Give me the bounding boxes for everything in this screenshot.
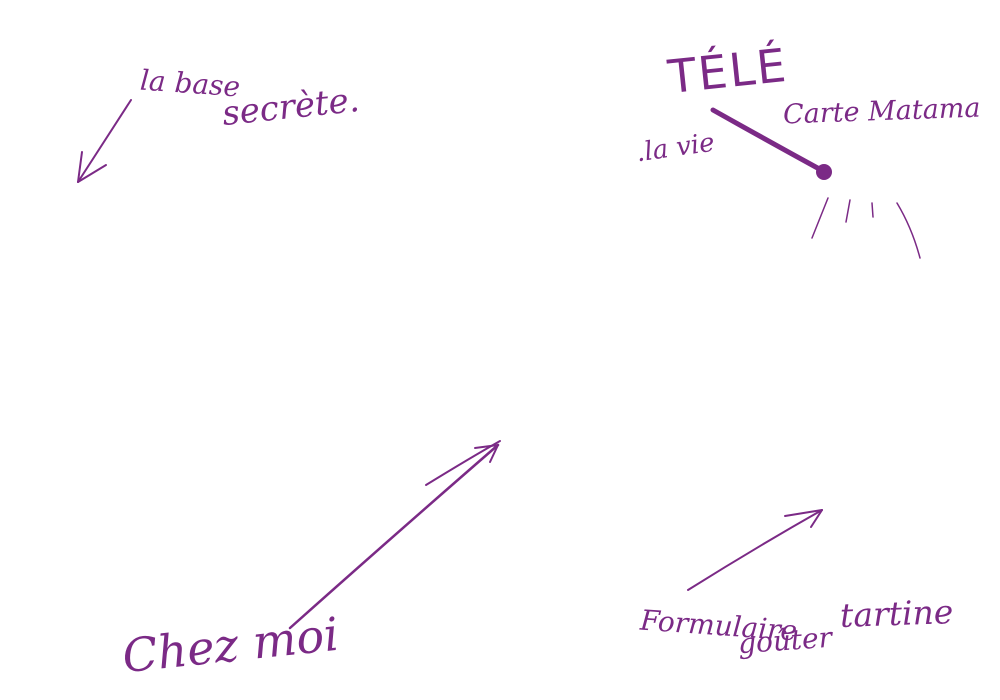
label-carte-matama: Carte Matama bbox=[782, 92, 981, 131]
label-tartine: tartine bbox=[839, 592, 954, 635]
arrow-to-secret-base bbox=[77, 99, 132, 183]
label-tele: TÉLÉ bbox=[665, 37, 791, 105]
arrow-to-snack bbox=[687, 509, 823, 591]
arrow-from-home bbox=[288, 440, 501, 630]
tele-pointer bbox=[710, 107, 832, 180]
light-rays bbox=[811, 197, 921, 259]
label-gouter: goûter bbox=[736, 620, 834, 661]
